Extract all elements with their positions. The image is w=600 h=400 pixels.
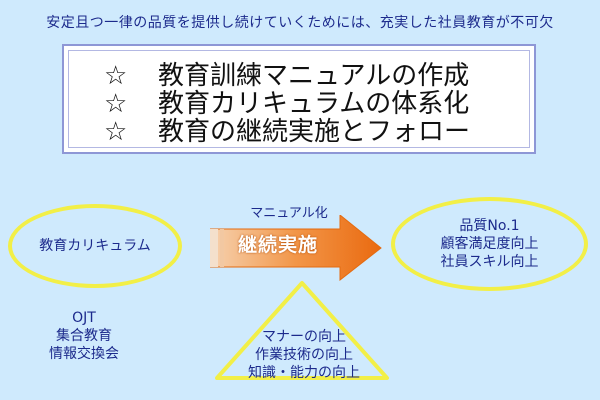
key-points-box: ☆ 教育訓練マニュアルの作成 ☆ 教育カリキュラムの体系化 ☆ 教育の継続実施とフォロ…	[62, 44, 536, 154]
training-methods: OJT 集合教育 情報交換会	[40, 309, 128, 363]
key-point-2: ☆ 教育カリキュラムの体系化	[104, 90, 469, 118]
headline: 安定且つ一律の品質を提供し続けていくためには、充実した社員教育が不可欠	[46, 15, 554, 31]
star-icon: ☆	[104, 89, 128, 119]
outcome-2: 顧客満足度向上	[440, 236, 539, 252]
method-2: 集合教育	[56, 328, 112, 344]
star-icon: ☆	[104, 61, 128, 91]
outcomes-oval: 品質No.1 顧客満足度向上 社員スキル向上	[391, 197, 588, 291]
outcome-3: 社員スキル向上	[440, 254, 539, 270]
improvement-triangle	[215, 281, 389, 380]
arrow-label: 継続実施	[237, 234, 318, 256]
outcome-1: 品質No.1	[459, 218, 520, 234]
continuous-arrow-shape	[210, 215, 382, 281]
curriculum-oval: 教育カリキュラム	[8, 204, 182, 288]
star-icon: ☆	[104, 117, 128, 147]
key-point-2-text: 教育カリキュラムの体系化	[158, 89, 470, 119]
key-point-1: ☆ 教育訓練マニュアルの作成	[104, 62, 469, 90]
improvements: マナーの向上 作業技術の向上 知識・能力の向上	[232, 328, 376, 382]
key-point-3-text: 教育の継続実施とフォロー	[158, 117, 471, 147]
improvement-2: 作業技術の向上	[255, 347, 353, 363]
key-point-1-text: 教育訓練マニュアルの作成	[158, 61, 470, 91]
improvement-1: マナーの向上	[262, 329, 346, 345]
key-point-3: ☆ 教育の継続実施とフォロー	[104, 118, 470, 146]
key-points-inner-border	[68, 50, 530, 148]
method-3: 情報交換会	[49, 346, 119, 362]
arrow-caption: マニュアル化	[250, 206, 328, 221]
improvement-3: 知識・能力の向上	[248, 365, 360, 381]
method-1: OJT	[72, 310, 96, 326]
curriculum-label: 教育カリキュラム	[39, 238, 151, 254]
